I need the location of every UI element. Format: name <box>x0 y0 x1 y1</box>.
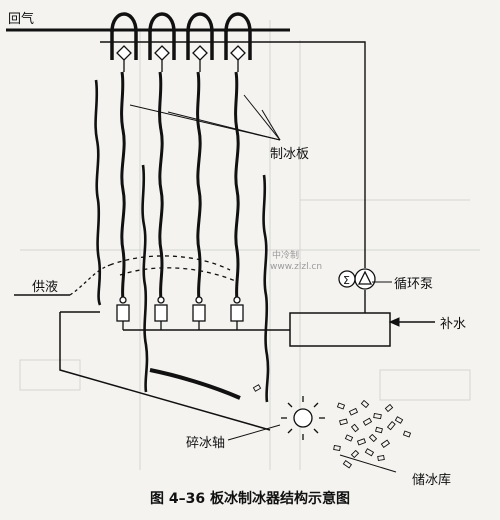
crusher-shaft-icon <box>281 396 325 440</box>
crusher-shaft-label: 碎冰轴 <box>186 436 226 451</box>
watermark-text-2: www.zlzl.cn <box>270 262 323 272</box>
watermark-text-1: 中冷制 <box>272 251 300 261</box>
figure-caption: 图 4–36 板冰制冰器结构示意图 <box>150 491 350 507</box>
background-texture <box>19 20 480 470</box>
plate-column-4 <box>224 12 252 330</box>
ice-storage-label: 储冰库 <box>412 473 452 488</box>
meter-icon: Σ <box>338 270 356 288</box>
plate-column-2 <box>148 12 176 330</box>
ice-plate-label: 制冰板 <box>270 147 310 162</box>
supply-liquid-line <box>14 255 239 296</box>
water-tank <box>289 312 391 347</box>
leader-lines <box>129 94 397 473</box>
circulation-pump-label: 循环泵 <box>394 277 434 292</box>
supply-liquid-label: 供液 <box>32 280 59 295</box>
crushed-ice-pile <box>252 384 412 469</box>
plate-column-1 <box>110 12 138 330</box>
svg-text:Σ: Σ <box>343 274 350 287</box>
makeup-water-arrow <box>388 317 435 327</box>
falling-ice-slabs <box>94 79 270 403</box>
circulation-pump-icon <box>354 268 376 290</box>
makeup-water-label: 补水 <box>440 317 467 332</box>
ice-chute <box>59 311 271 431</box>
ice-plate-columns <box>110 12 252 330</box>
return-gas-label: 回气 <box>8 12 35 27</box>
plate-column-3 <box>186 12 214 330</box>
